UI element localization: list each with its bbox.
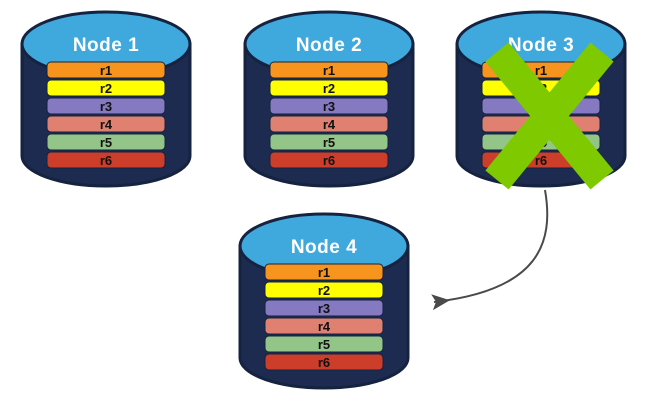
node-4-row-r5-label: r5	[318, 337, 330, 352]
node-1-row-r1-label: r1	[100, 63, 112, 78]
node-4-row-r2-label: r2	[318, 283, 330, 298]
node-1-row-r2-label: r2	[100, 81, 112, 96]
node-4-row-r3-bar	[264, 299, 384, 317]
node-4-row-r5[interactable]: r5	[264, 335, 384, 353]
x-cross-icon	[485, 42, 614, 190]
node-4-title: Node 4	[291, 237, 357, 258]
node-2-row-r2-label: r2	[323, 81, 335, 96]
node-2-row-r6-label: r6	[323, 153, 335, 168]
node-2-row-r4-bar	[269, 115, 389, 133]
node-2-row-r4[interactable]: r4	[269, 115, 389, 133]
node-4-row-r6-bar	[264, 353, 384, 371]
node-1-row-r5[interactable]: r5	[46, 133, 166, 151]
node-4-row-r3-label: r3	[318, 301, 330, 316]
curved-arrow-icon	[431, 189, 549, 311]
node-2-row-r1-label: r1	[323, 63, 335, 78]
node-4-row-r1-label: r1	[318, 265, 330, 280]
node-1-row-r4[interactable]: r4	[46, 115, 166, 133]
node-2-row-r5[interactable]: r5	[269, 133, 389, 151]
node-4-row-r4-bar	[264, 317, 384, 335]
node-4-row-r1[interactable]: r1	[264, 263, 384, 281]
node-1-row-r3-bar	[46, 97, 166, 115]
node-2-row-r3-bar	[269, 97, 389, 115]
node-1-row-r5-label: r5	[100, 135, 112, 150]
node-2-row-r5-label: r5	[323, 135, 335, 150]
node-1-row-r2-bar	[46, 79, 166, 97]
node-2-row-r3[interactable]: r3	[269, 97, 389, 115]
node-1-row-r2[interactable]: r2	[46, 79, 166, 97]
node-2-row-r4-label: r4	[323, 117, 336, 132]
node-3[interactable]: Node 3 r1 r2 r3 r4 r5 r6	[455, 10, 627, 190]
node-2-title: Node 2	[296, 35, 362, 56]
node-2-row-r2[interactable]: r2	[269, 79, 389, 97]
node-1-row-r1-bar	[46, 61, 166, 79]
node-1-row-r5-bar	[46, 133, 166, 151]
node-1-row-r4-label: r4	[100, 117, 113, 132]
node-2-row-r6-bar	[269, 151, 389, 169]
node-4-row-r3[interactable]: r3	[264, 299, 384, 317]
node-2-row-r2-bar	[269, 79, 389, 97]
node-4-row-r1-bar	[264, 263, 384, 281]
node-4-row-r4[interactable]: r4	[264, 317, 384, 335]
node-1-row-r1[interactable]: r1	[46, 61, 166, 79]
node-4-row-r5-bar	[264, 335, 384, 353]
node-4-row-r6[interactable]: r6	[264, 353, 384, 371]
node-1-row-r3[interactable]: r3	[46, 97, 166, 115]
node-1-row-r6[interactable]: r6	[46, 151, 166, 169]
node-2-row-r6[interactable]: r6	[269, 151, 389, 169]
node-2-row-r1[interactable]: r1	[269, 61, 389, 79]
node-2-row-r5-bar	[269, 133, 389, 151]
node-3-row-r6-label: r6	[535, 153, 547, 168]
node-3-row-r1-label: r1	[535, 63, 547, 78]
node-4-row-r2[interactable]: r2	[264, 281, 384, 299]
node-1-title: Node 1	[73, 35, 139, 56]
node-4-row-r6-label: r6	[318, 355, 330, 370]
node-2[interactable]: Node 2 r1 r2 r3 r4 r5 r6	[243, 10, 415, 188]
node-4-row-r4-label: r4	[318, 319, 331, 334]
node-1-row-r3-label: r3	[100, 99, 112, 114]
node-1-row-r6-bar	[46, 151, 166, 169]
node-1[interactable]: Node 1 r1 r2 r3 r4 r5 r6	[20, 10, 192, 188]
node-3-title: Node 3	[508, 35, 574, 56]
node-4-row-r2-bar	[264, 281, 384, 299]
node-2-row-r3-label: r3	[323, 99, 335, 114]
node-2-row-r1-bar	[269, 61, 389, 79]
node-1-row-r4-bar	[46, 115, 166, 133]
node-1-row-r6-label: r6	[100, 153, 112, 168]
node-4[interactable]: Node 4 r1 r2 r3 r4 r5 r6	[238, 212, 410, 390]
